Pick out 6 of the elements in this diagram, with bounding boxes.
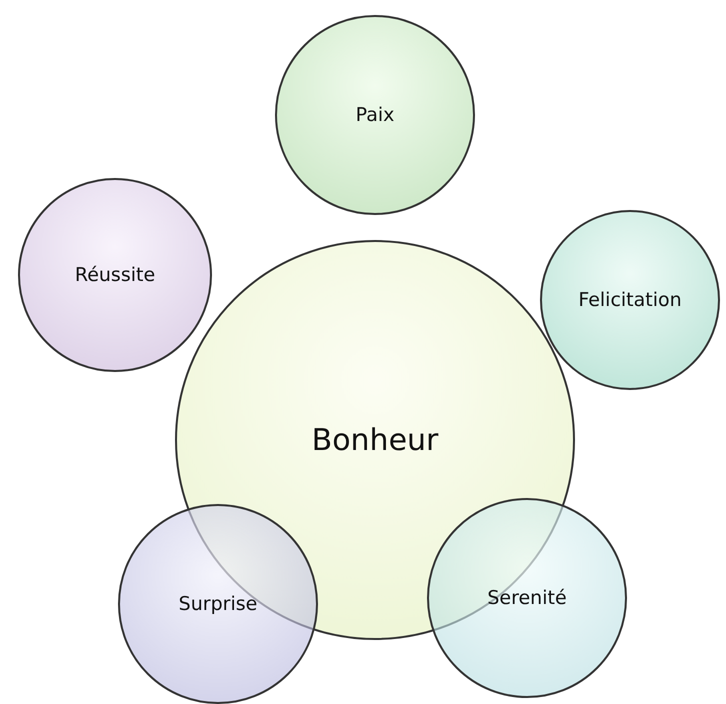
node-label: Réussite [74,264,156,286]
node-label: Surprise [178,593,258,615]
node-label: Felicitation [578,289,682,311]
node-label: Paix [356,104,394,126]
node-label: Serenité [487,587,567,609]
node-label: Bonheur [312,422,438,458]
